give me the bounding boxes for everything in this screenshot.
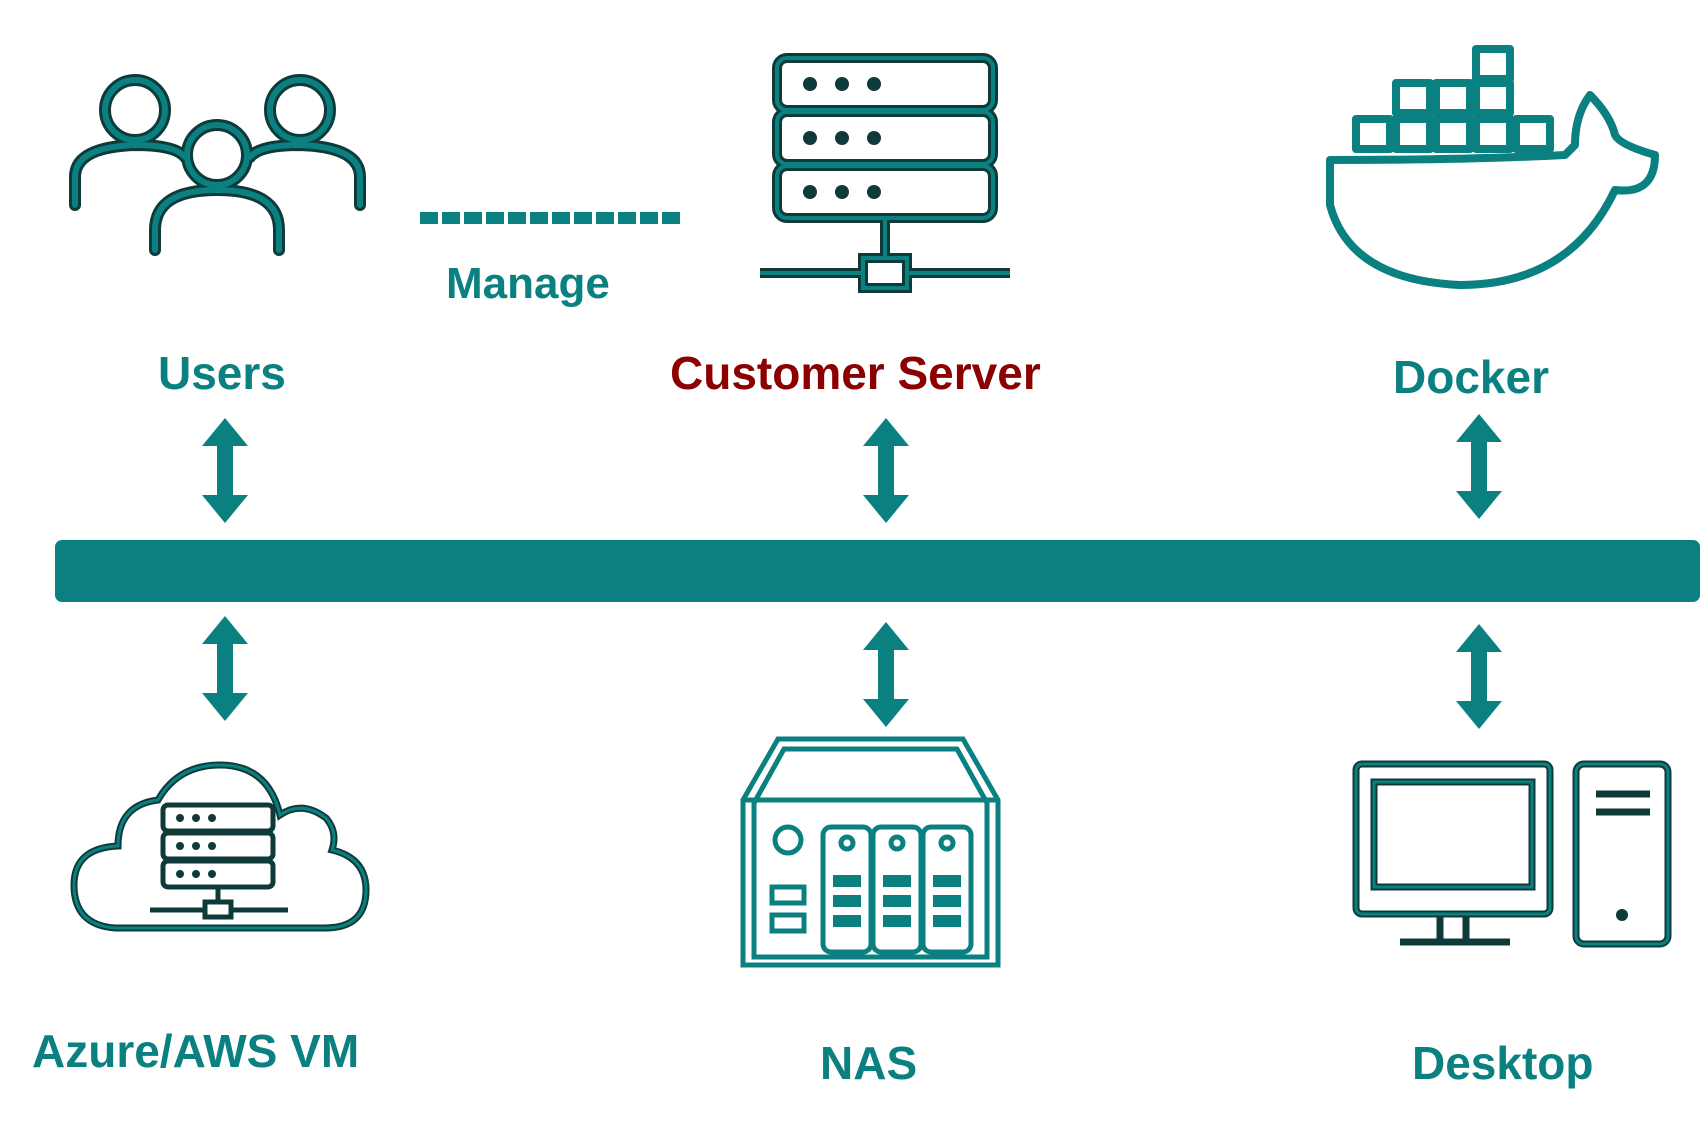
desktop-label: Desktop — [1412, 1037, 1594, 1089]
server-rack-icon — [760, 53, 1010, 293]
nas-bus-arrow — [863, 622, 909, 727]
customer-server-label: Customer Server — [670, 347, 1041, 399]
network-bus — [55, 540, 1700, 602]
users-label: Users — [158, 347, 286, 399]
desktop-bus-arrow — [1456, 624, 1502, 729]
users-bus-arrow — [202, 418, 248, 523]
server-bus-arrow — [863, 418, 909, 523]
manage-label: Manage — [446, 259, 610, 308]
users-icon — [69, 74, 366, 256]
docker-bus-arrow — [1456, 414, 1502, 519]
desktop-computer-icon — [1352, 760, 1672, 948]
cloud-server-icon — [70, 761, 370, 932]
vm-bus-arrow — [202, 616, 248, 721]
azure-aws-vm-label: Azure/AWS VM — [32, 1025, 360, 1077]
nas-label: NAS — [820, 1037, 918, 1089]
docker-label: Docker — [1393, 351, 1549, 403]
manage-connector — [420, 212, 680, 224]
docker-whale-icon — [1326, 45, 1659, 289]
nas-device-icon — [740, 736, 1001, 968]
